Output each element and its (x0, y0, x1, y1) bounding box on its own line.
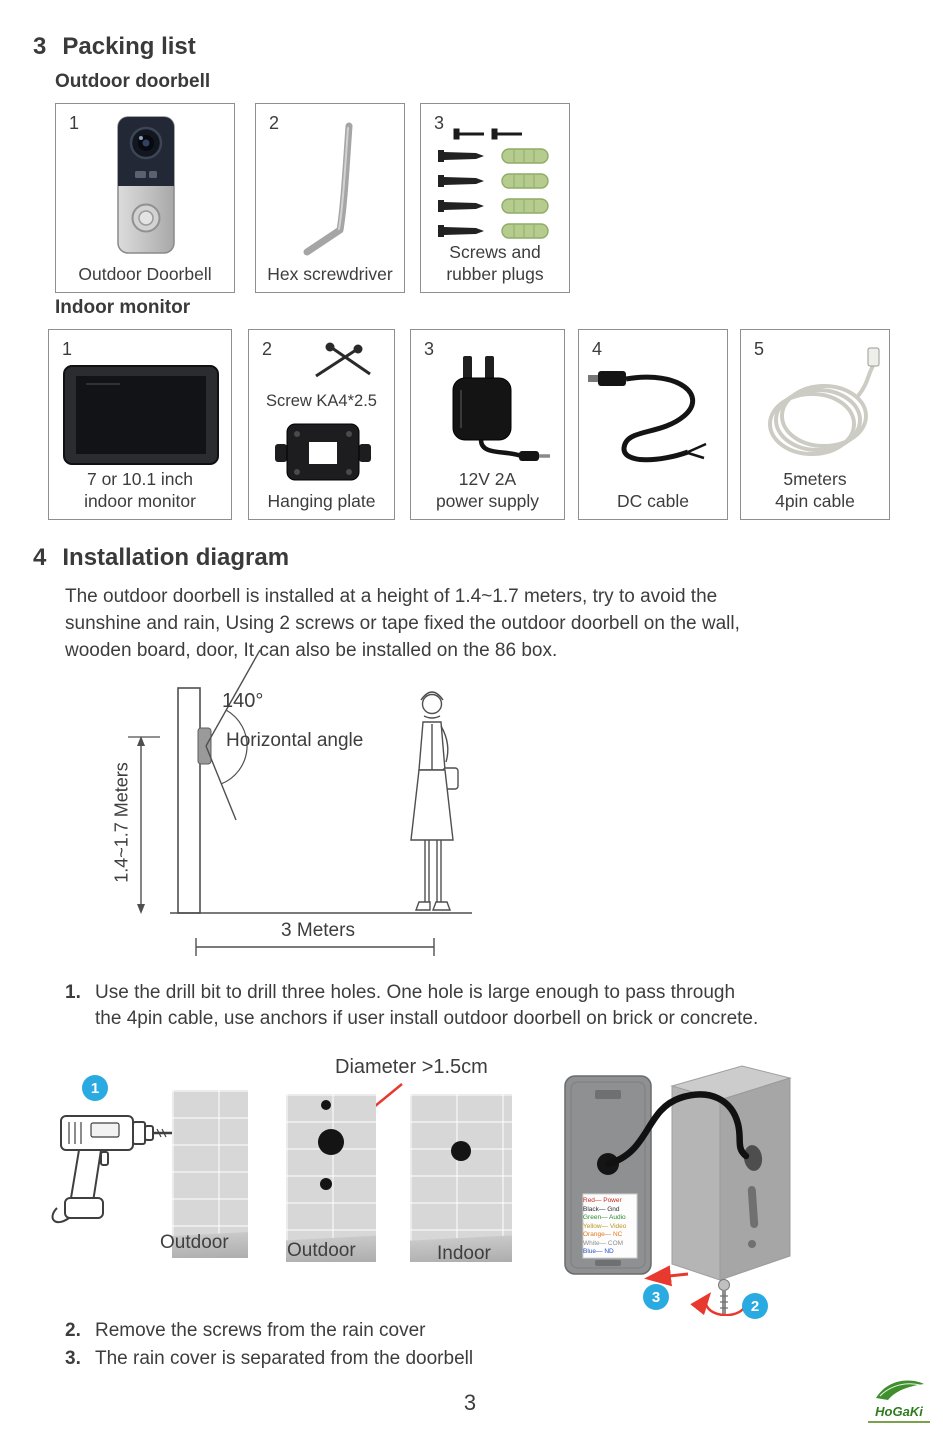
item-number: 2 (269, 113, 280, 133)
wire-line: Blue— ND (583, 1248, 614, 1255)
step-1: 1. Use the drill bit to drill three hole… (65, 980, 875, 1032)
packing-item-4pin-cable: 5 5meters 4pin cable (740, 329, 890, 520)
drill-hole-large (318, 1129, 344, 1155)
screws-icon (315, 342, 371, 378)
item-number: 3 (434, 113, 445, 133)
wire-line: Yellow— Video (583, 1222, 627, 1230)
item-label: Hex screwdriver (267, 263, 393, 284)
diameter-label: Diameter >1.5cm (335, 1056, 488, 1078)
installation-number: 4 (33, 544, 47, 571)
drill-icon (51, 1115, 173, 1224)
leaf-icon (876, 1380, 924, 1400)
step-2: 2. Remove the screws from the rain cover (65, 1318, 765, 1344)
installation-intro: The outdoor doorbell is installed at a h… (65, 586, 740, 661)
power-supply-icon (452, 356, 550, 461)
indoor-monitor-subheading: Indoor monitor (55, 297, 191, 318)
packing-item-screws-plugs: 3 Sc (420, 103, 570, 293)
step-text: Remove the screws from the rain cover (95, 1320, 426, 1341)
badge-3: 3 (643, 1284, 669, 1310)
drill-hole-small-top (321, 1100, 331, 1110)
item-label: 7 or 10.1 inch indoor monitor (84, 469, 196, 511)
badge-2: 2 (742, 1293, 768, 1319)
drill-hole-indoor (451, 1141, 471, 1161)
outdoor-doorbell-icon (117, 116, 175, 254)
wire-line: Orange— NC (583, 1231, 623, 1238)
badge-1: 1 (82, 1075, 108, 1101)
screw-size-label: Screw KA4*2.5 (266, 392, 377, 410)
horizontal-angle-label: Horizontal angle (226, 730, 364, 751)
packing-list-number: 3 (33, 33, 47, 60)
item-number: 5 (754, 339, 765, 359)
drill-hole-small-bottom (320, 1178, 332, 1190)
wiring-label: Red— Power Black— Gnd Green— Audio Yello… (583, 1197, 641, 1257)
installation-heading: 4 Installation diagram (33, 544, 289, 572)
wire-line: Black— Gnd (583, 1205, 620, 1213)
installation-title: Installation diagram (62, 544, 290, 571)
packing-item-outdoor-doorbell: 1 Outdoor Doorbell (55, 103, 235, 293)
item-label: 12V 2A power supply (435, 469, 540, 511)
packing-item-dc-cable: 4 DC cable (578, 329, 728, 520)
wall-panel-indoor (410, 1094, 512, 1262)
wire-line: Green— Audio (583, 1214, 626, 1221)
height-dimension-label: 1.4~1.7 Meters (111, 762, 132, 883)
logo-rule (868, 1421, 930, 1423)
packing-item-power-supply: 3 12V 2A power supply (410, 329, 565, 520)
brand-logo: HoGaKi (868, 1376, 930, 1423)
packing-item-indoor-monitor: 1 7 or 10.1 inch indoor monitor (48, 329, 232, 520)
item-label: Screws and rubber plugs (446, 242, 544, 284)
step-number: 3. (65, 1348, 81, 1369)
outdoor-doorbell-subheading: Outdoor doorbell (55, 71, 211, 92)
dc-cable-icon (588, 371, 707, 463)
hex-screwdriver-icon (303, 122, 353, 256)
step-text: The rain cover is separated from the doo… (95, 1348, 474, 1369)
wall-label-outdoor-2: Outdoor (287, 1240, 356, 1261)
item-label: 5meters 4pin cable (775, 469, 855, 511)
wire-line: White— COM (583, 1239, 624, 1247)
wall-label-outdoor-1: Outdoor (160, 1232, 229, 1253)
packing-item-hanging-plate: 2 Screw KA4*2.5 Hanging plate (248, 329, 395, 520)
item-label: DC cable (617, 490, 689, 511)
item-number: 1 (69, 113, 80, 133)
hanging-plate-icon (275, 423, 371, 481)
indoor-monitor-icon (63, 365, 219, 465)
packing-list-heading: 3 Packing list (33, 33, 196, 61)
angle-value-label: 140° (222, 690, 264, 712)
person-figure (410, 691, 459, 911)
step-number: 2. (65, 1320, 81, 1341)
item-label: Hanging plate (267, 490, 376, 511)
packing-item-hex-screwdriver: 2 Hex screwdriver (255, 103, 405, 293)
rain-cover-figure (564, 1065, 792, 1316)
installation-diagram-figure (128, 649, 472, 956)
item-number: 2 (262, 339, 273, 359)
step-number: 1. (65, 982, 81, 1003)
item-number: 3 (424, 339, 435, 359)
page-number: 3 (463, 1390, 477, 1415)
brand-logo-text: HoGaKi (875, 1404, 923, 1419)
width-dimension-label: 3 Meters (281, 920, 355, 941)
item-number: 4 (592, 339, 603, 359)
step-text: Use the drill bit to drill three holes. … (95, 982, 759, 1029)
packing-list-title: Packing list (62, 33, 196, 60)
step-3: 3. The rain cover is separated from the … (65, 1346, 765, 1372)
wall-panel-outdoor-2 (286, 1094, 376, 1262)
wire-line: Red— Power (583, 1197, 622, 1204)
coiled-cable-icon (768, 347, 880, 456)
screws-and-plugs-icon (438, 128, 549, 239)
item-number: 1 (62, 339, 73, 359)
item-label: Outdoor Doorbell (78, 263, 212, 284)
wall-label-indoor: Indoor (437, 1243, 491, 1264)
wall-panel-outdoor-1 (172, 1090, 248, 1258)
